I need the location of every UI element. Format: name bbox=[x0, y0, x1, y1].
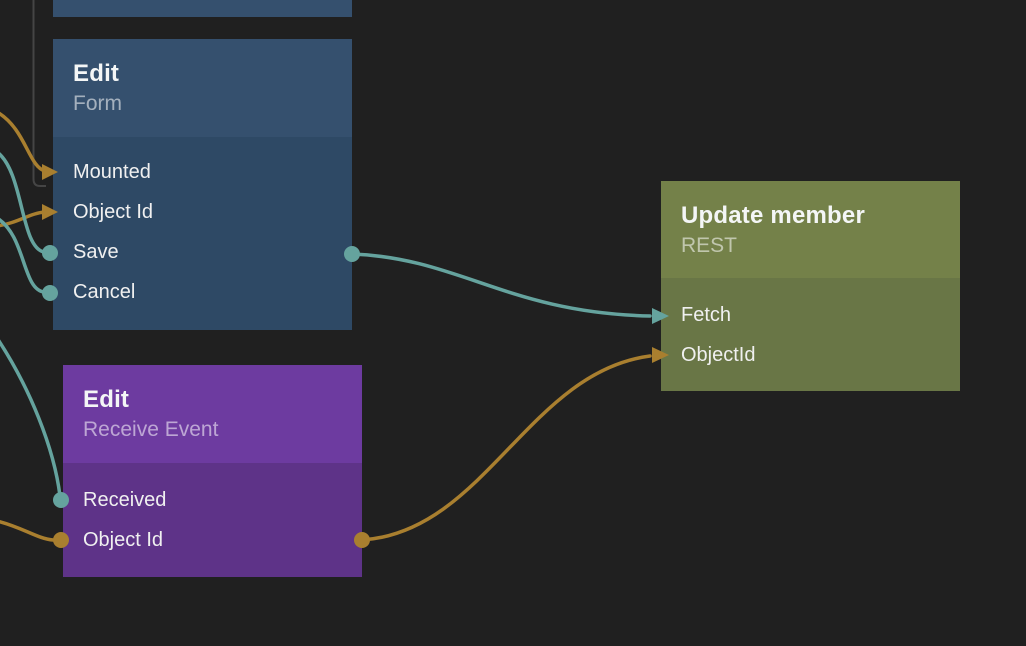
port-objectid[interactable]: ObjectId bbox=[661, 335, 960, 375]
node-subtitle: REST bbox=[681, 234, 738, 257]
wire-to-mounted[interactable] bbox=[0, 111, 47, 173]
node-edit-receive-event-header[interactable]: Edit Receive Event bbox=[63, 365, 362, 463]
port-dot-form-output[interactable] bbox=[344, 246, 360, 262]
node-partial-top[interactable] bbox=[53, 0, 352, 17]
arrowhead-mounted-input[interactable] bbox=[42, 164, 58, 180]
wire-save-to-fetch[interactable] bbox=[350, 252, 652, 318]
port-received[interactable]: Received bbox=[63, 480, 362, 520]
port-object-id[interactable]: Object Id bbox=[63, 520, 362, 560]
node-title: Update member bbox=[681, 202, 865, 229]
wire-to-cancel[interactable] bbox=[0, 218, 46, 294]
port-label: Save bbox=[73, 240, 119, 263]
node-edit-form-header[interactable]: Edit Form bbox=[53, 39, 352, 137]
port-dot-save-input[interactable] bbox=[42, 245, 58, 261]
wire-event-to-objectid[interactable] bbox=[360, 354, 652, 542]
node-edit-form-ports: Mounted Object Id Save Cancel bbox=[53, 137, 352, 312]
port-dot-object-id-event-input[interactable] bbox=[53, 532, 69, 548]
node-subtitle: Receive Event bbox=[83, 418, 219, 441]
wire-to-received[interactable] bbox=[0, 338, 62, 498]
arrowhead-object-id-form-input[interactable] bbox=[42, 204, 58, 220]
node-edit-receive-event-ports: Received Object Id bbox=[63, 463, 362, 560]
port-label: Object Id bbox=[83, 528, 164, 551]
port-dot-received-input[interactable] bbox=[53, 492, 69, 508]
wire-dim-top[interactable] bbox=[32, 0, 47, 187]
arrowhead-objectid-rest-input[interactable] bbox=[652, 347, 669, 363]
node-edit-form[interactable]: Edit Form Mounted Object Id Save Cancel bbox=[53, 39, 352, 330]
port-label: Fetch bbox=[681, 303, 732, 326]
node-edit-receive-event[interactable]: Edit Receive Event Received Object Id bbox=[63, 365, 362, 577]
wire-to-save[interactable] bbox=[0, 152, 46, 254]
port-object-id[interactable]: Object Id bbox=[53, 192, 352, 232]
node-update-member-rest[interactable]: Update member REST Fetch ObjectId bbox=[661, 181, 960, 391]
port-label: Cancel bbox=[73, 280, 136, 303]
port-label: Object Id bbox=[73, 200, 154, 223]
arrowhead-fetch-input[interactable] bbox=[652, 308, 669, 324]
port-label: Mounted bbox=[73, 160, 151, 183]
port-mounted[interactable]: Mounted bbox=[53, 152, 352, 192]
node-title: Edit bbox=[83, 386, 130, 413]
node-title: Edit bbox=[73, 60, 120, 87]
port-save[interactable]: Save bbox=[53, 232, 352, 272]
port-fetch[interactable]: Fetch bbox=[661, 295, 960, 335]
wire-to-object-id-event[interactable] bbox=[0, 520, 55, 542]
port-dot-cancel-input[interactable] bbox=[42, 285, 58, 301]
port-dot-event-output[interactable] bbox=[354, 532, 370, 548]
node-update-member-ports: Fetch ObjectId bbox=[661, 278, 960, 375]
port-cancel[interactable]: Cancel bbox=[53, 272, 352, 312]
port-label: ObjectId bbox=[681, 343, 756, 366]
port-label: Received bbox=[83, 488, 167, 511]
node-update-member-header[interactable]: Update member REST bbox=[661, 181, 960, 278]
node-subtitle: Form bbox=[73, 92, 122, 115]
